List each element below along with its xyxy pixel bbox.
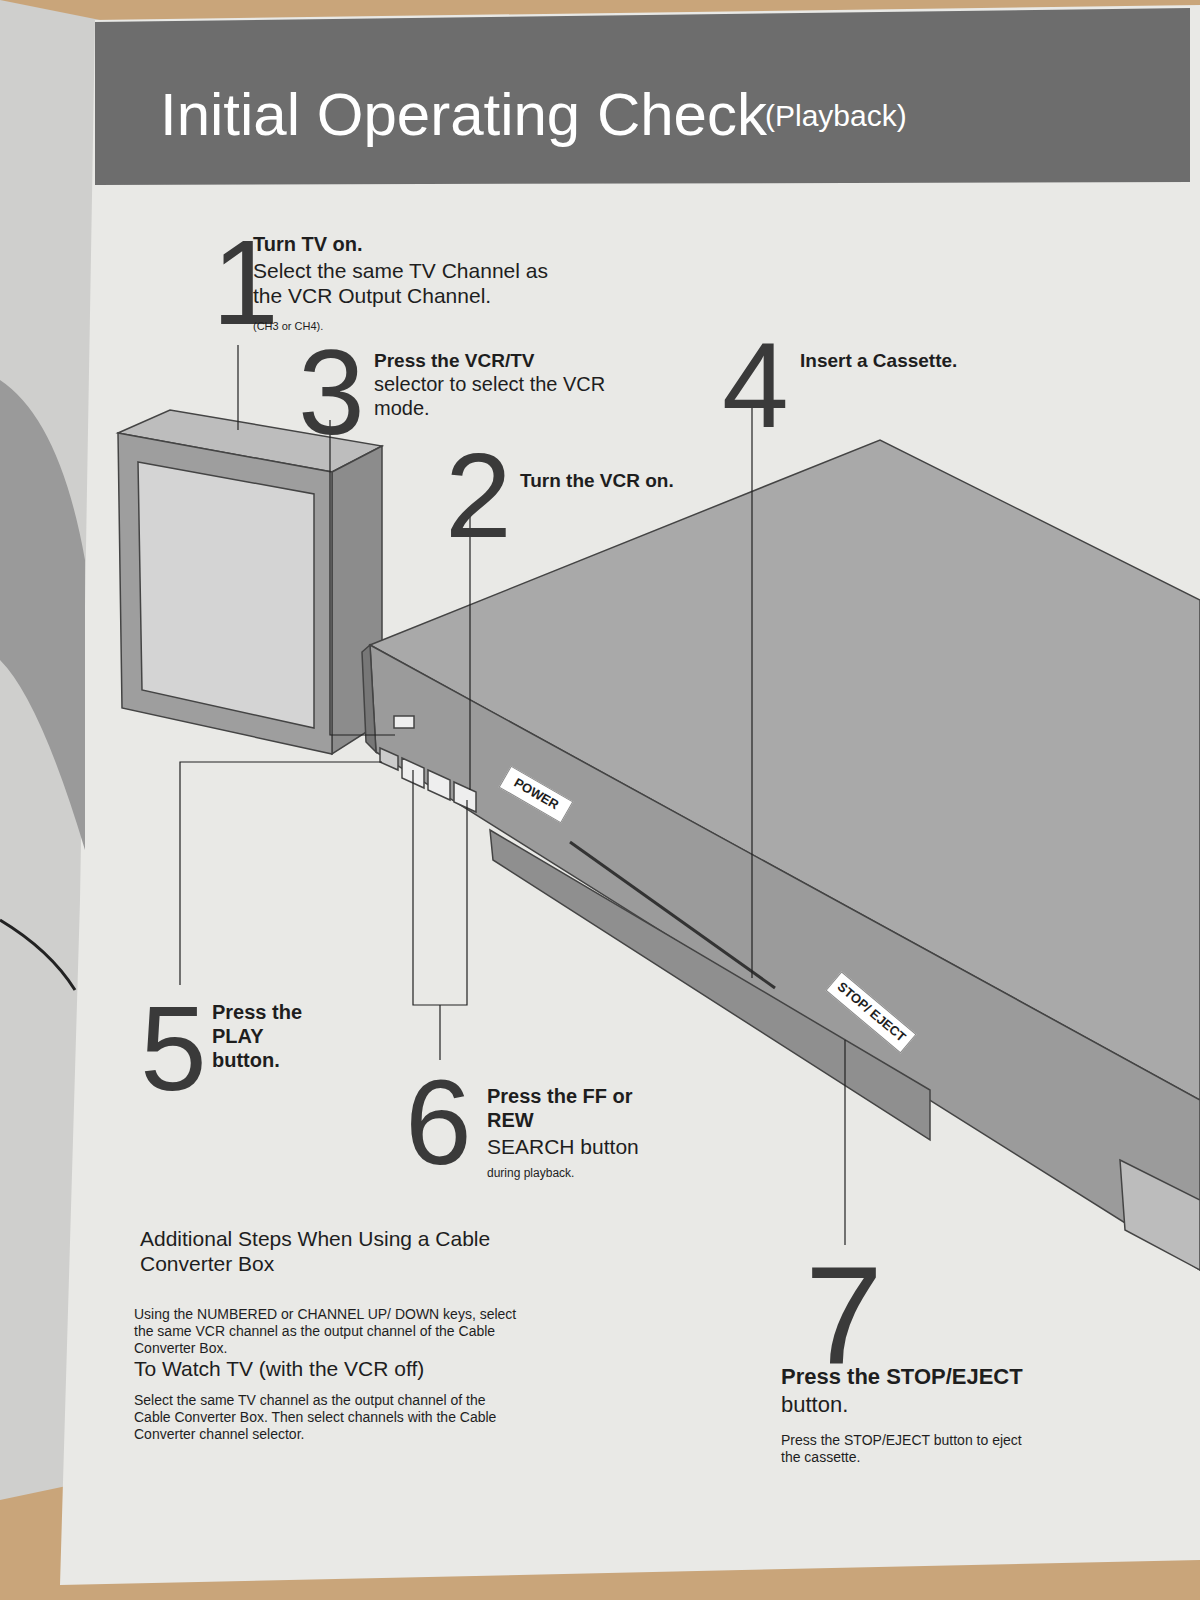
callout-number: 5 [140, 988, 207, 1108]
step-text: selector to select the VCR mode. [374, 372, 614, 420]
section-heading: Additional Steps When Using a Cable Conv… [140, 1226, 500, 1276]
page [60, 5, 1200, 1585]
title-band [95, 8, 1190, 185]
note-text: during playback. [487, 1166, 574, 1180]
tv-set [118, 410, 382, 754]
section-text: Using the NUMBERED or CHANNEL UP/ DOWN k… [134, 1306, 524, 1356]
step-heading: Press the PLAY button. [212, 1000, 332, 1072]
callout-number: 2 [445, 435, 512, 555]
cable [0, 920, 75, 990]
leader-lines [180, 345, 845, 1245]
note-text: Press the STOP/EJECT button to eject the… [781, 1432, 1031, 1466]
page-title: Initial Operating Check [160, 80, 767, 149]
step-text: SEARCH button [487, 1134, 639, 1159]
callout-number: 4 [722, 325, 789, 445]
step-heading: Press the STOP/EJECT [781, 1364, 1023, 1390]
step-heading: Press the FF or REW [487, 1084, 662, 1132]
section-text: Select the same TV channel as the output… [134, 1392, 524, 1442]
step-heading: Insert a Cassette. [800, 350, 957, 373]
heading-suffix: (Playback) [765, 98, 907, 134]
facing-page-figure [0, 380, 85, 850]
step-text: button. [781, 1392, 848, 1418]
vcr [362, 440, 1200, 1270]
callout-number: 6 [405, 1062, 472, 1182]
step-heading: Press the VCR/TV [374, 350, 535, 373]
step-text: Select the same TV Channel as the VCR Ou… [253, 258, 563, 308]
section-heading: To Watch TV (with the VCR off) [134, 1356, 424, 1381]
callout-number: 3 [298, 332, 365, 452]
step-heading: Turn the VCR on. [520, 470, 674, 493]
step-heading: Turn TV on. [253, 232, 363, 256]
